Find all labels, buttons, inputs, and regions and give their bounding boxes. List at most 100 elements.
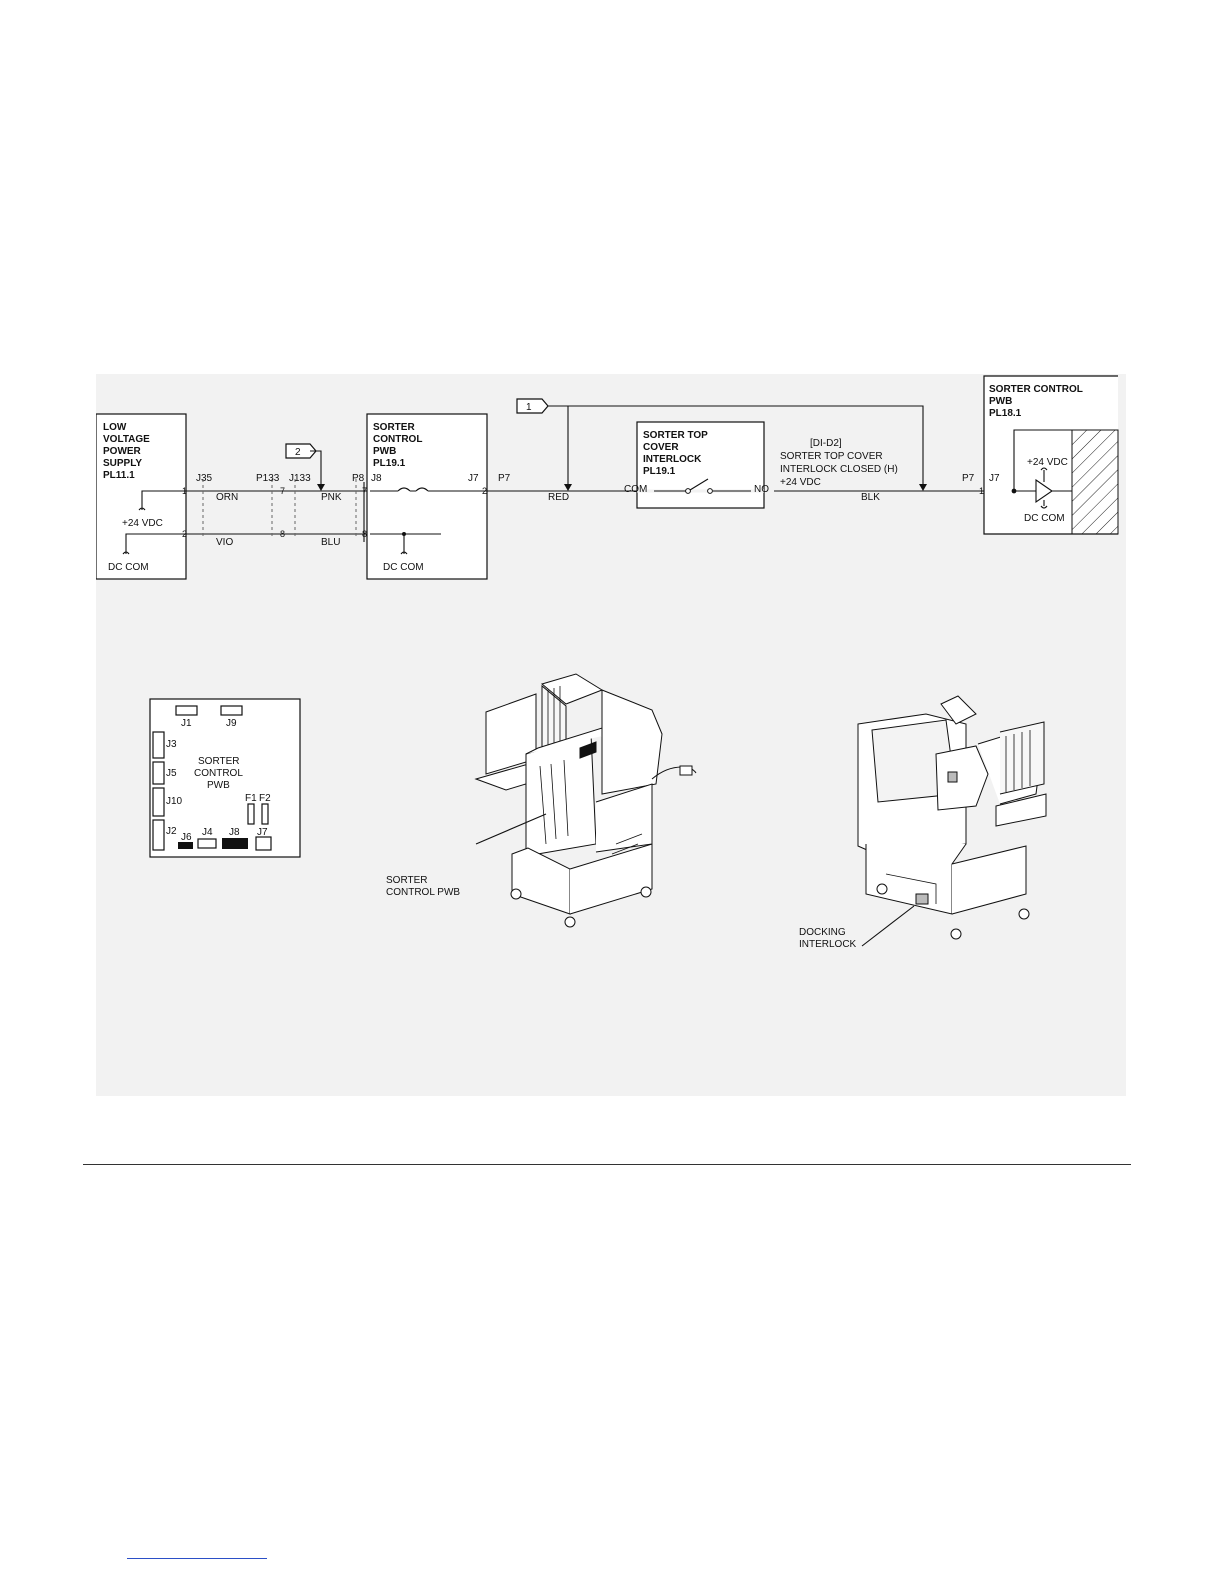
board-j1-label: J1: [181, 718, 192, 729]
pin-7a: 7: [280, 486, 285, 496]
sorter-pwb-pin2: 2: [482, 486, 487, 496]
sorter-pwb-title-3: PWB: [373, 446, 396, 457]
lvps-pin1: 1: [182, 486, 187, 496]
signal-line4: +24 VDC: [780, 477, 821, 488]
signal-line1: [DI-D2]: [810, 438, 842, 449]
lvps-title-4: SUPPLY: [103, 458, 142, 469]
board-fuse-f2: [261, 803, 269, 825]
board-j5-label: J5: [166, 768, 177, 779]
sorter-illustration-rear: [474, 673, 697, 928]
callout-docking-1: DOCKING: [799, 927, 846, 938]
sorter-pwb2-title-1: SORTER CONTROL: [989, 384, 1083, 395]
lvps-title-1: LOW: [103, 422, 127, 433]
board-j7: [255, 836, 272, 851]
signal-note: [DI-D2] SORTER TOP COVER INTERLOCK CLOSE…: [774, 438, 984, 503]
flag-2: 2: [285, 443, 325, 491]
board-title-3: PWB: [207, 780, 230, 791]
fuse-trace: [370, 487, 487, 492]
board-j4: [197, 838, 217, 849]
interlock-title-1: SORTER TOP: [643, 430, 708, 441]
lvps-com-trace: [122, 533, 186, 555]
wire-blk: BLK: [861, 492, 880, 503]
board-j1: [175, 705, 198, 716]
sorter-pwb2-block: SORTER CONTROL PWB PL18.1 J7 1 +24 VDC D…: [979, 375, 1119, 535]
board-j9-label: J9: [226, 718, 237, 729]
wiring-figure: LOW VOLTAGE POWER SUPPLY PL11.1 +24 VDC …: [95, 374, 1126, 1096]
wire-pnk: PNK: [321, 492, 342, 503]
interlock-no: NO: [754, 484, 769, 495]
board-j2: [152, 819, 165, 851]
board-title-2: CONTROL: [194, 768, 243, 779]
board-f2-label: F2: [259, 793, 271, 804]
board-j10-label: J10: [166, 796, 183, 807]
board-j8: [222, 838, 248, 849]
interlock-block: SORTER TOP COVER INTERLOCK PL19.1 COM NO: [624, 421, 769, 509]
callout-pwb-1: SORTER: [386, 875, 428, 886]
conn-p8: P8: [352, 473, 365, 484]
pin-8a: 8: [280, 529, 285, 539]
board-j7-label: J7: [257, 827, 268, 838]
signal-line2: SORTER TOP COVER: [780, 451, 883, 462]
lvps-conn: J35: [196, 473, 213, 484]
conn-j133: J133: [289, 473, 311, 484]
lvps-title-2: VOLTAGE: [103, 434, 150, 445]
lvps-block: LOW VOLTAGE POWER SUPPLY PL11.1 +24 VDC …: [95, 413, 213, 580]
sorter-pwb2-24v: +24 VDC: [1027, 457, 1068, 468]
wiring-diagram: LOW VOLTAGE POWER SUPPLY PL11.1 +24 VDC …: [95, 375, 1119, 950]
flag-1-label: 1: [526, 402, 532, 413]
board-j2-label: J2: [166, 826, 177, 837]
board-j8-label: J8: [229, 827, 240, 838]
board-j6: [178, 842, 193, 849]
interlock-com: COM: [624, 484, 647, 495]
lvps-title-5: PL11.1: [103, 470, 135, 481]
board-j3-label: J3: [166, 739, 177, 750]
sorter-pwb2-title-2: PWB: [989, 396, 1012, 407]
sorter-pwb-title-2: CONTROL: [373, 434, 422, 445]
wire-vio: VIO: [216, 537, 233, 548]
sorter-pwb-title-4: PL19.1: [373, 458, 406, 469]
board-j4-label: J4: [202, 827, 213, 838]
pin-8b: 8: [362, 529, 367, 539]
board-title-1: SORTER: [198, 756, 240, 767]
pin-7b: 7: [362, 486, 367, 496]
lvps-pin2: 2: [182, 529, 187, 539]
interlock-title-4: PL19.1: [643, 466, 676, 477]
conn-p133: P133: [256, 473, 280, 484]
sorter-pwb-j8: J8: [371, 473, 382, 484]
lvps-24v-trace: [138, 490, 186, 511]
pwb-hatch: [1071, 429, 1119, 535]
sorter-pwb2-title-3: PL18.1: [989, 408, 1022, 419]
lvps-24vdc: +24 VDC: [122, 518, 163, 529]
board-j5: [152, 761, 165, 785]
signal-wires: P7 RED 1: [487, 398, 927, 503]
harness: ORN VIO P133 J133 7 8 PNK BLU P8 7 8: [186, 473, 371, 548]
lvps-title-3: POWER: [103, 446, 142, 457]
sorter-pwb-dccom: DC COM: [383, 562, 424, 573]
sorter-pwb2-dccom: DC COM: [1024, 513, 1065, 524]
wire-orn: ORN: [216, 492, 238, 503]
board-f1-label: F1: [245, 793, 257, 804]
board-layout: J1 J9 J3 J5 J10 J2 SORTER CONTROL PWB F1…: [149, 698, 301, 858]
wire-red: RED: [548, 492, 569, 503]
flag-2-label: 2: [295, 447, 301, 458]
callout-docking-2: INTERLOCK: [799, 939, 857, 950]
interlock-title-2: COVER: [643, 442, 679, 453]
board-j3: [152, 731, 165, 759]
sorter-pwb2-p7: P7: [962, 473, 975, 484]
board-j10: [152, 787, 165, 817]
board-fuse-f1: [247, 803, 255, 825]
sorter-pwb2-pin1: 1: [979, 486, 984, 496]
sorter-pwb-block: SORTER CONTROL PWB PL19.1 J8 J7 DC COM 2: [366, 413, 488, 580]
footer-link-underline[interactable]: [127, 1558, 267, 1559]
board-j6-label: J6: [181, 832, 192, 843]
interlock-title-3: INTERLOCK: [643, 454, 702, 465]
flag-1: [516, 398, 549, 414]
wire-blu: BLU: [321, 537, 340, 548]
signal-line3: INTERLOCK CLOSED (H): [780, 464, 898, 475]
sorter-pwb-title-1: SORTER: [373, 422, 415, 433]
board-j9: [220, 705, 243, 716]
lvps-dccom: DC COM: [108, 562, 149, 573]
wire-p7: P7: [498, 473, 511, 484]
sorter-pwb-j7: J7: [468, 473, 479, 484]
sorter-pwb2-j7: J7: [989, 473, 1000, 484]
